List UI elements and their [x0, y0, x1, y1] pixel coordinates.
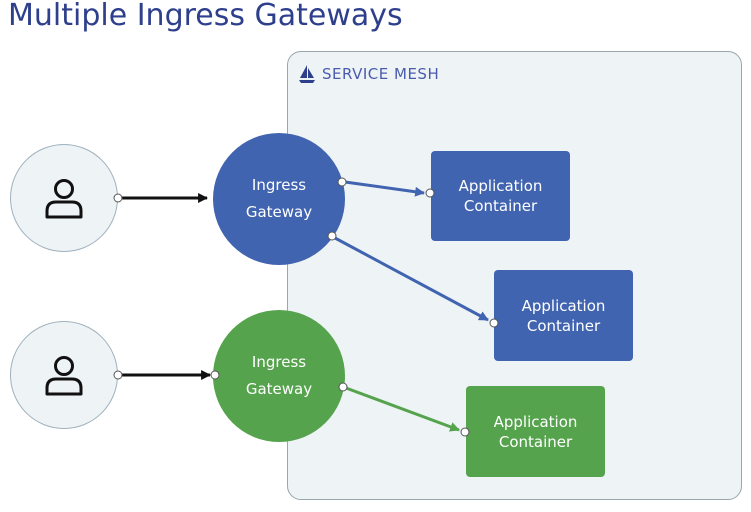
- user-node-1: [10, 144, 118, 252]
- application-container-1: Application Container: [431, 151, 570, 241]
- connector-dot: [337, 177, 347, 187]
- user-node-2: [10, 321, 118, 429]
- connector-dot: [338, 382, 348, 392]
- connector-dot: [460, 427, 470, 437]
- sailboat-icon: [299, 65, 315, 83]
- user-icon: [45, 356, 83, 396]
- container-label-line2: Container: [526, 316, 601, 335]
- service-mesh-label: SERVICE MESH: [322, 65, 440, 83]
- connector-dot: [113, 370, 123, 380]
- container-label-line1: Application: [493, 412, 578, 431]
- ingress-gateway-blue: Ingress Gateway: [213, 133, 345, 265]
- service-mesh-header: SERVICE MESH: [298, 64, 439, 84]
- ingress-gateway-green: Ingress Gateway: [213, 310, 345, 442]
- gateway-label-line1: Ingress: [251, 353, 307, 371]
- container-label-line2: Container: [463, 197, 538, 215]
- container-label-line1: Application: [458, 177, 543, 195]
- connector-dot: [327, 231, 337, 241]
- arrow-gateway-blue-to-container1: [344, 180, 425, 197]
- gateway-label-line2: Gateway: [245, 380, 313, 398]
- arrow-gateway-blue-to-container2: [334, 236, 489, 322]
- connector-dot: [210, 370, 220, 380]
- arrow-gateway-green-to-container3: [345, 386, 460, 432]
- application-container-2: Application Container: [494, 270, 633, 361]
- application-container-3: Application Container: [466, 386, 605, 477]
- page-title: Multiple Ingress Gateways: [8, 0, 403, 33]
- connector-dot: [425, 188, 435, 198]
- connector-dot: [489, 318, 499, 328]
- user-icon: [45, 179, 83, 219]
- container-label-line1: Application: [521, 296, 606, 315]
- gateway-label-line1: Ingress: [251, 176, 307, 194]
- gateway-label-line2: Gateway: [245, 203, 313, 221]
- container-label-line2: Container: [498, 432, 573, 451]
- connector-dot: [113, 193, 123, 203]
